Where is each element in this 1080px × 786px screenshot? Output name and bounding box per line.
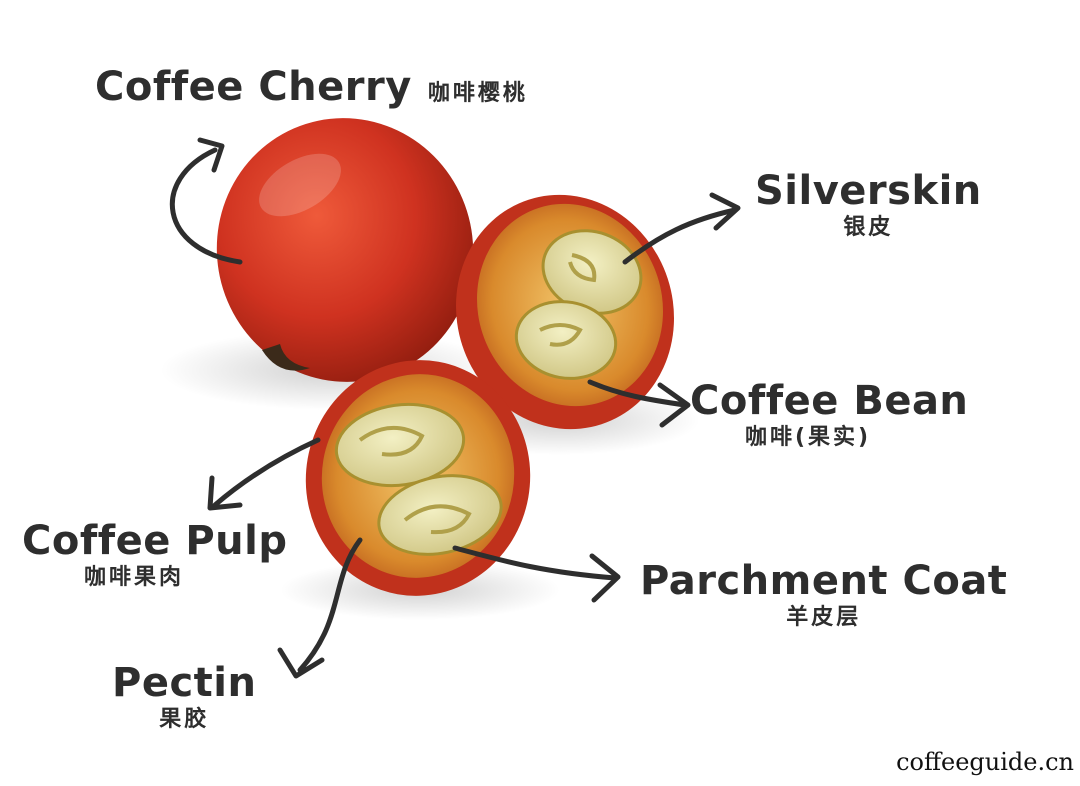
label-zh: 咖啡(果实) — [745, 424, 968, 452]
label-en: Silverskin — [755, 168, 982, 214]
label-pectin: Pectin 果胶 — [112, 660, 256, 734]
label-en: Pectin — [112, 660, 256, 706]
watermark: coffeeguide.cn — [896, 748, 1074, 776]
pulp-arrow — [210, 440, 318, 508]
label-zh: 银皮 — [755, 214, 982, 242]
silverskin-arrow — [625, 195, 738, 262]
label-en: Parchment Coat — [640, 558, 1007, 604]
label-en: Coffee Pulp — [22, 518, 287, 564]
label-parchment-coat: Parchment Coat 羊皮层 — [640, 558, 1007, 632]
label-silverskin: Silverskin 银皮 — [755, 168, 982, 242]
label-en: Coffee Cherry — [95, 64, 412, 110]
label-coffee-cherry: Coffee Cherry 咖啡樱桃 — [95, 64, 528, 110]
label-coffee-pulp: Coffee Pulp 咖啡果肉 — [22, 518, 287, 592]
label-zh: 果胶 — [112, 706, 256, 734]
label-zh: 咖啡果肉 — [84, 564, 287, 592]
label-zh: 羊皮层 — [640, 604, 1007, 632]
label-en: Coffee Bean — [690, 378, 968, 424]
label-coffee-bean: Coffee Bean 咖啡(果实) — [690, 378, 968, 452]
label-zh: 咖啡樱桃 — [428, 81, 528, 106]
